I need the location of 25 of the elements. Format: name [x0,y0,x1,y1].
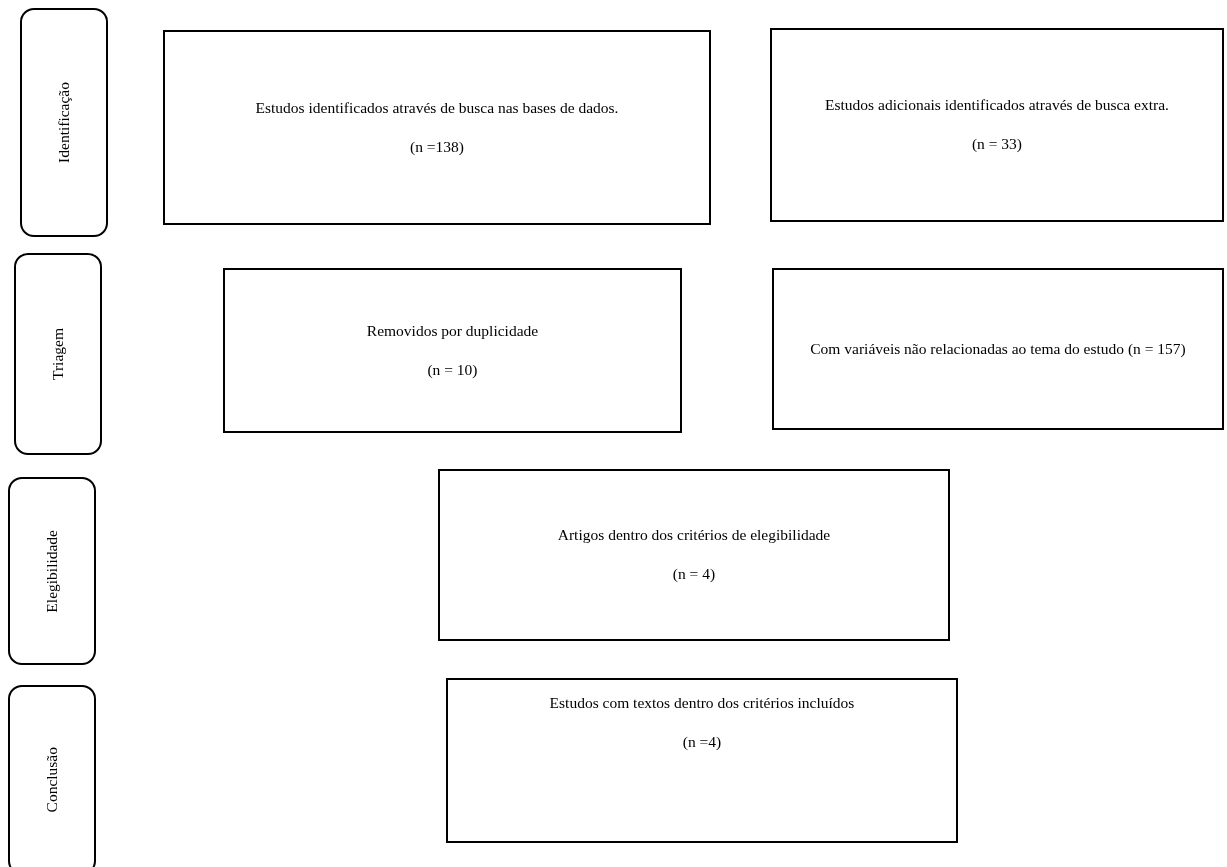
process-box [438,469,950,641]
stage-label-box [20,8,108,237]
process-box [770,28,1224,222]
box-text: (n =4) [682,731,722,752]
stage-label: Conclusão [41,747,61,813]
box-text: Com variáveis não relacionadas ao tema do estudo (n = 157) [810,338,1186,359]
box-text: (n = 4) [672,564,716,584]
stage-label: Elegibilidade [41,529,61,613]
box-text: (n = 33) [971,134,1023,154]
process-box [446,678,958,843]
box-text: Artigos dentro dos critérios de elegibilidade [557,525,831,546]
box-text: Estudos identificados através de busca nas bases de dados. [255,97,619,118]
stage-label-box [14,253,102,455]
box-text: Estudos com textos dentro dos critérios incluídos [549,693,855,713]
process-box [223,268,682,433]
box-text: Removidos por duplicidade [366,320,539,341]
stage-label-box [8,685,96,867]
stage-label: Identificação [53,82,73,163]
process-box [772,268,1224,430]
process-box [163,30,711,225]
stage-label: Triagem [47,328,67,380]
box-text: (n = 10) [427,359,478,380]
box-text: Estudos adicionais identificados através de busca extra. [825,95,1169,116]
box-text: (n =138) [410,136,464,157]
stage-label-box [8,477,96,665]
